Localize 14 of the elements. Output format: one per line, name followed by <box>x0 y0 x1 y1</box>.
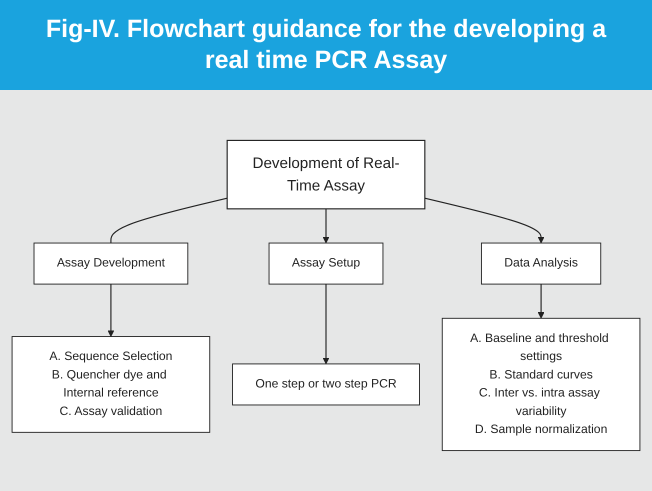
arrow <box>322 208 330 244</box>
node-box: One step or two step PCR <box>232 363 420 406</box>
arrow <box>424 198 544 244</box>
node-box: A. Sequence Selection B. Quencher dye and Internal reference C. Assay validation <box>12 336 210 433</box>
node-box: Development of Real-Time Assay <box>226 140 426 210</box>
node-box: Assay Setup <box>268 242 384 285</box>
connector <box>110 198 228 244</box>
node-box: A. Baseline and threshold settings B. Standard curves C. Inter vs. intra assay variability D. Sample normalization <box>442 318 640 452</box>
arrow <box>108 284 114 337</box>
arrow <box>538 284 544 319</box>
node-box: Data Analysis <box>480 242 602 285</box>
arrow <box>322 284 330 364</box>
node-box: Assay Development <box>34 242 188 285</box>
diagram-title: Fig-IV. Flowchart guidance for the developing a real time PCR Assay <box>0 0 652 90</box>
